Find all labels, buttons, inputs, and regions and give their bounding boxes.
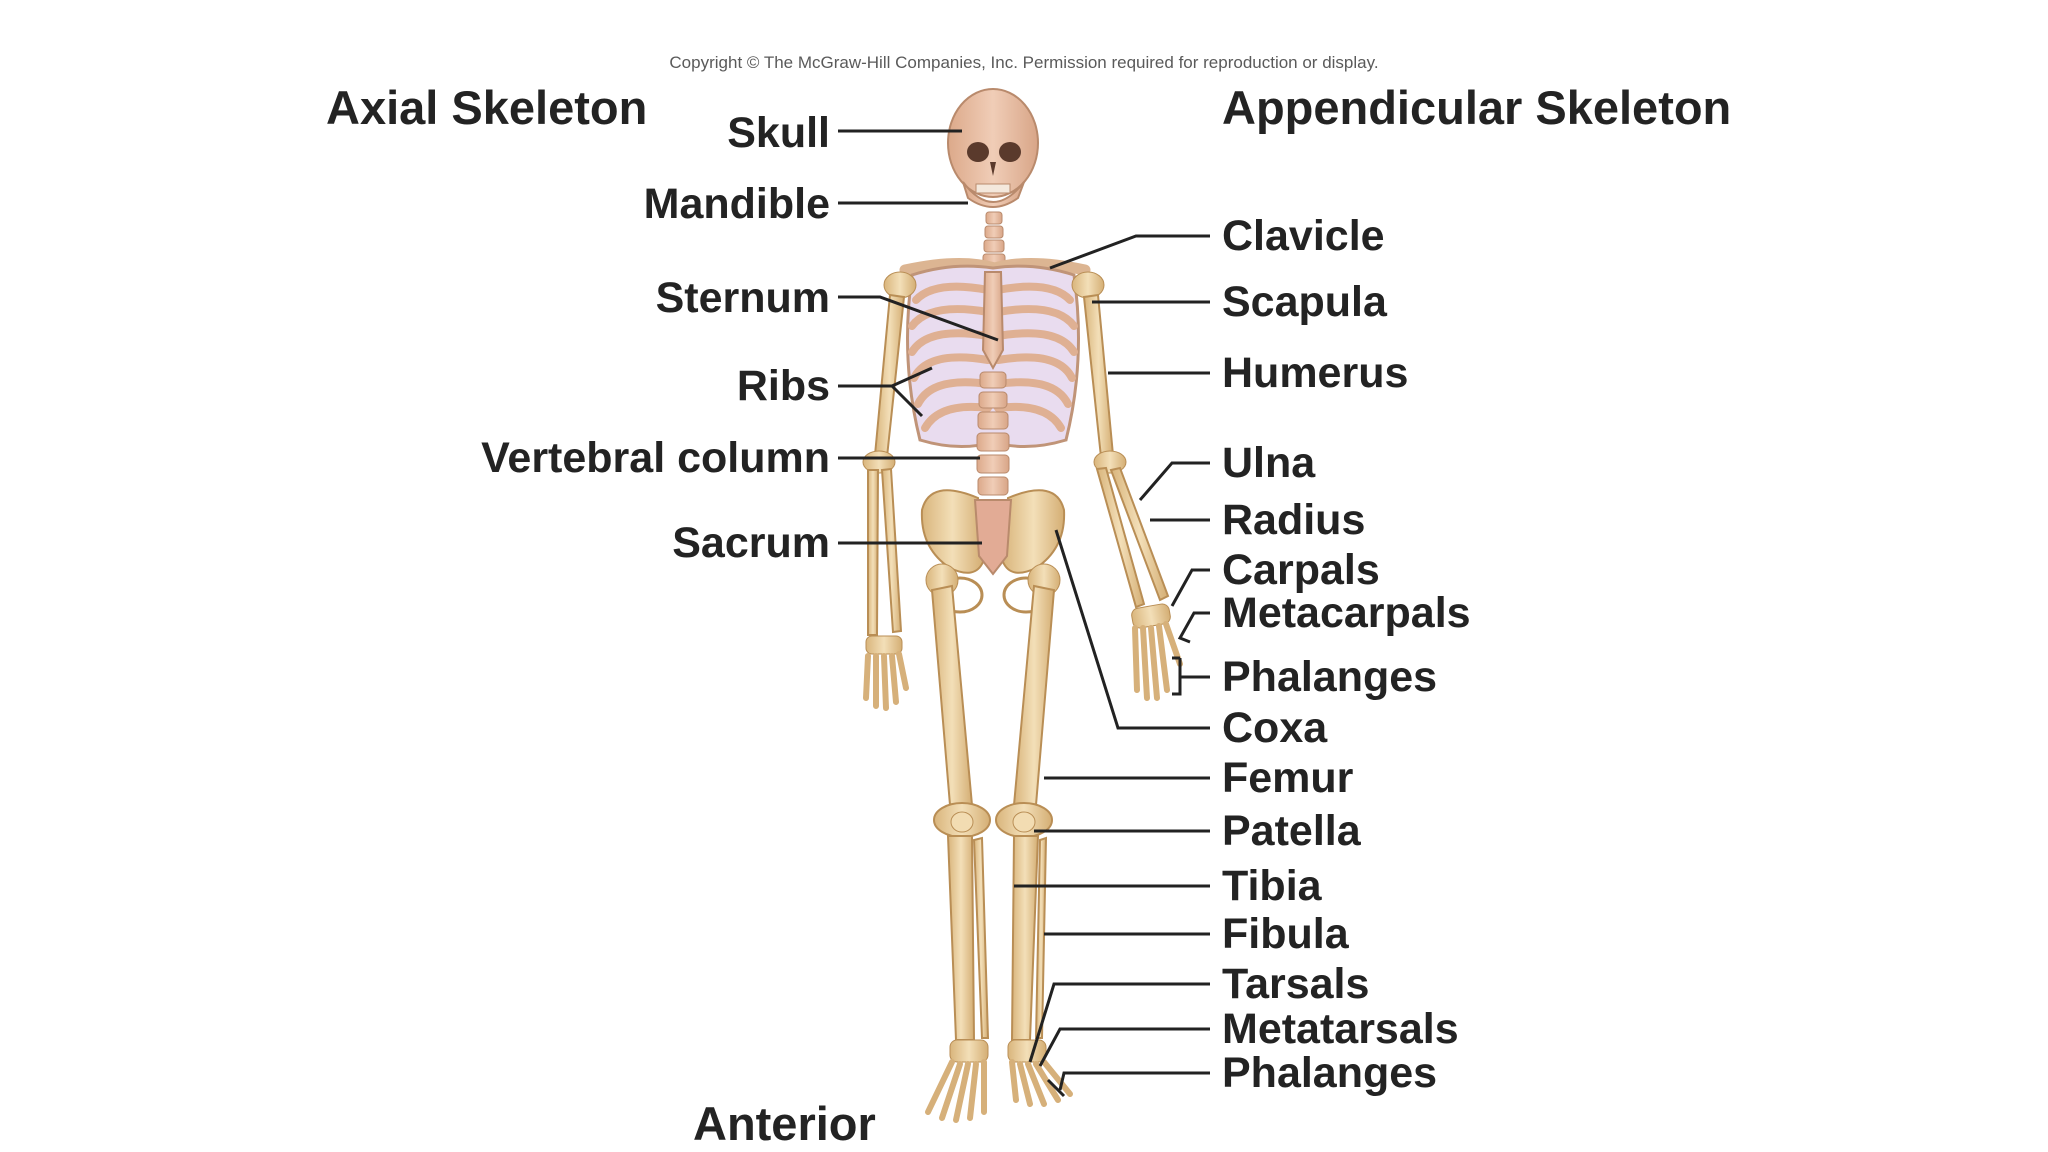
label-patella: Patella — [1222, 807, 1361, 855]
leader-phalanges-foot — [1046, 1071, 1210, 1098]
leader-carpals — [1170, 568, 1210, 607]
leader-metatarsals — [1038, 1027, 1210, 1067]
anterior-view-label: Anterior — [693, 1097, 876, 1150]
leader-ribs — [838, 366, 933, 418]
leader-ulna — [1138, 461, 1210, 501]
cervical-vertebrae — [982, 211, 1006, 267]
label-mandible: Mandible — [643, 180, 830, 228]
vertebral-column-bone — [976, 371, 1010, 496]
label-sacrum: Sacrum — [672, 519, 830, 567]
leader-clavicle — [1049, 234, 1210, 270]
label-tibia: Tibia — [1222, 862, 1322, 910]
label-sternum: Sternum — [655, 274, 830, 322]
rib-cage — [906, 264, 1080, 449]
leader-lines — [838, 129, 1210, 1098]
label-ulna: Ulna — [1222, 439, 1316, 487]
label-vertebral-column: Vertebral column — [481, 434, 830, 482]
coxa-bone — [920, 489, 1066, 614]
label-ribs: Ribs — [736, 362, 830, 410]
label-femur: Femur — [1222, 754, 1354, 802]
leader-coxa — [1054, 529, 1210, 730]
sacrum-bone — [973, 499, 1013, 576]
mandible-bone — [962, 181, 1025, 208]
label-phalanges-hand: Phalanges — [1222, 653, 1438, 701]
leader-phalanges-hand — [1172, 656, 1210, 696]
label-coxa: Coxa — [1222, 704, 1328, 752]
label-humerus: Humerus — [1222, 349, 1409, 397]
label-tarsals: Tarsals — [1222, 960, 1370, 1008]
label-phalanges-foot: Phalanges — [1222, 1049, 1438, 1097]
right-leg-bones — [995, 563, 1073, 1107]
leader-tarsals — [1028, 982, 1210, 1063]
leader-sternum — [838, 295, 999, 342]
label-scapula: Scapula — [1222, 278, 1387, 326]
label-skull: Skull — [727, 109, 830, 157]
label-metatarsals: Metatarsals — [1222, 1005, 1459, 1053]
leader-metacarpals — [1177, 611, 1210, 644]
label-radius: Radius — [1222, 496, 1366, 544]
appendicular-skeleton-heading: Appendicular Skeleton — [1222, 81, 1732, 134]
label-fibula: Fibula — [1222, 910, 1349, 958]
label-carpals: Carpals — [1222, 546, 1380, 594]
right-arm-bones — [1071, 271, 1183, 701]
skull-bone — [947, 88, 1039, 198]
label-metacarpals: Metacarpals — [1222, 589, 1471, 637]
copyright-notice: Copyright © The McGraw-Hill Companies, I… — [669, 53, 1379, 72]
axial-skeleton-heading: Axial Skeleton — [326, 81, 648, 134]
label-clavicle: Clavicle — [1222, 212, 1385, 260]
left-leg-bones — [925, 563, 991, 1123]
sternum-bone — [981, 271, 1005, 371]
